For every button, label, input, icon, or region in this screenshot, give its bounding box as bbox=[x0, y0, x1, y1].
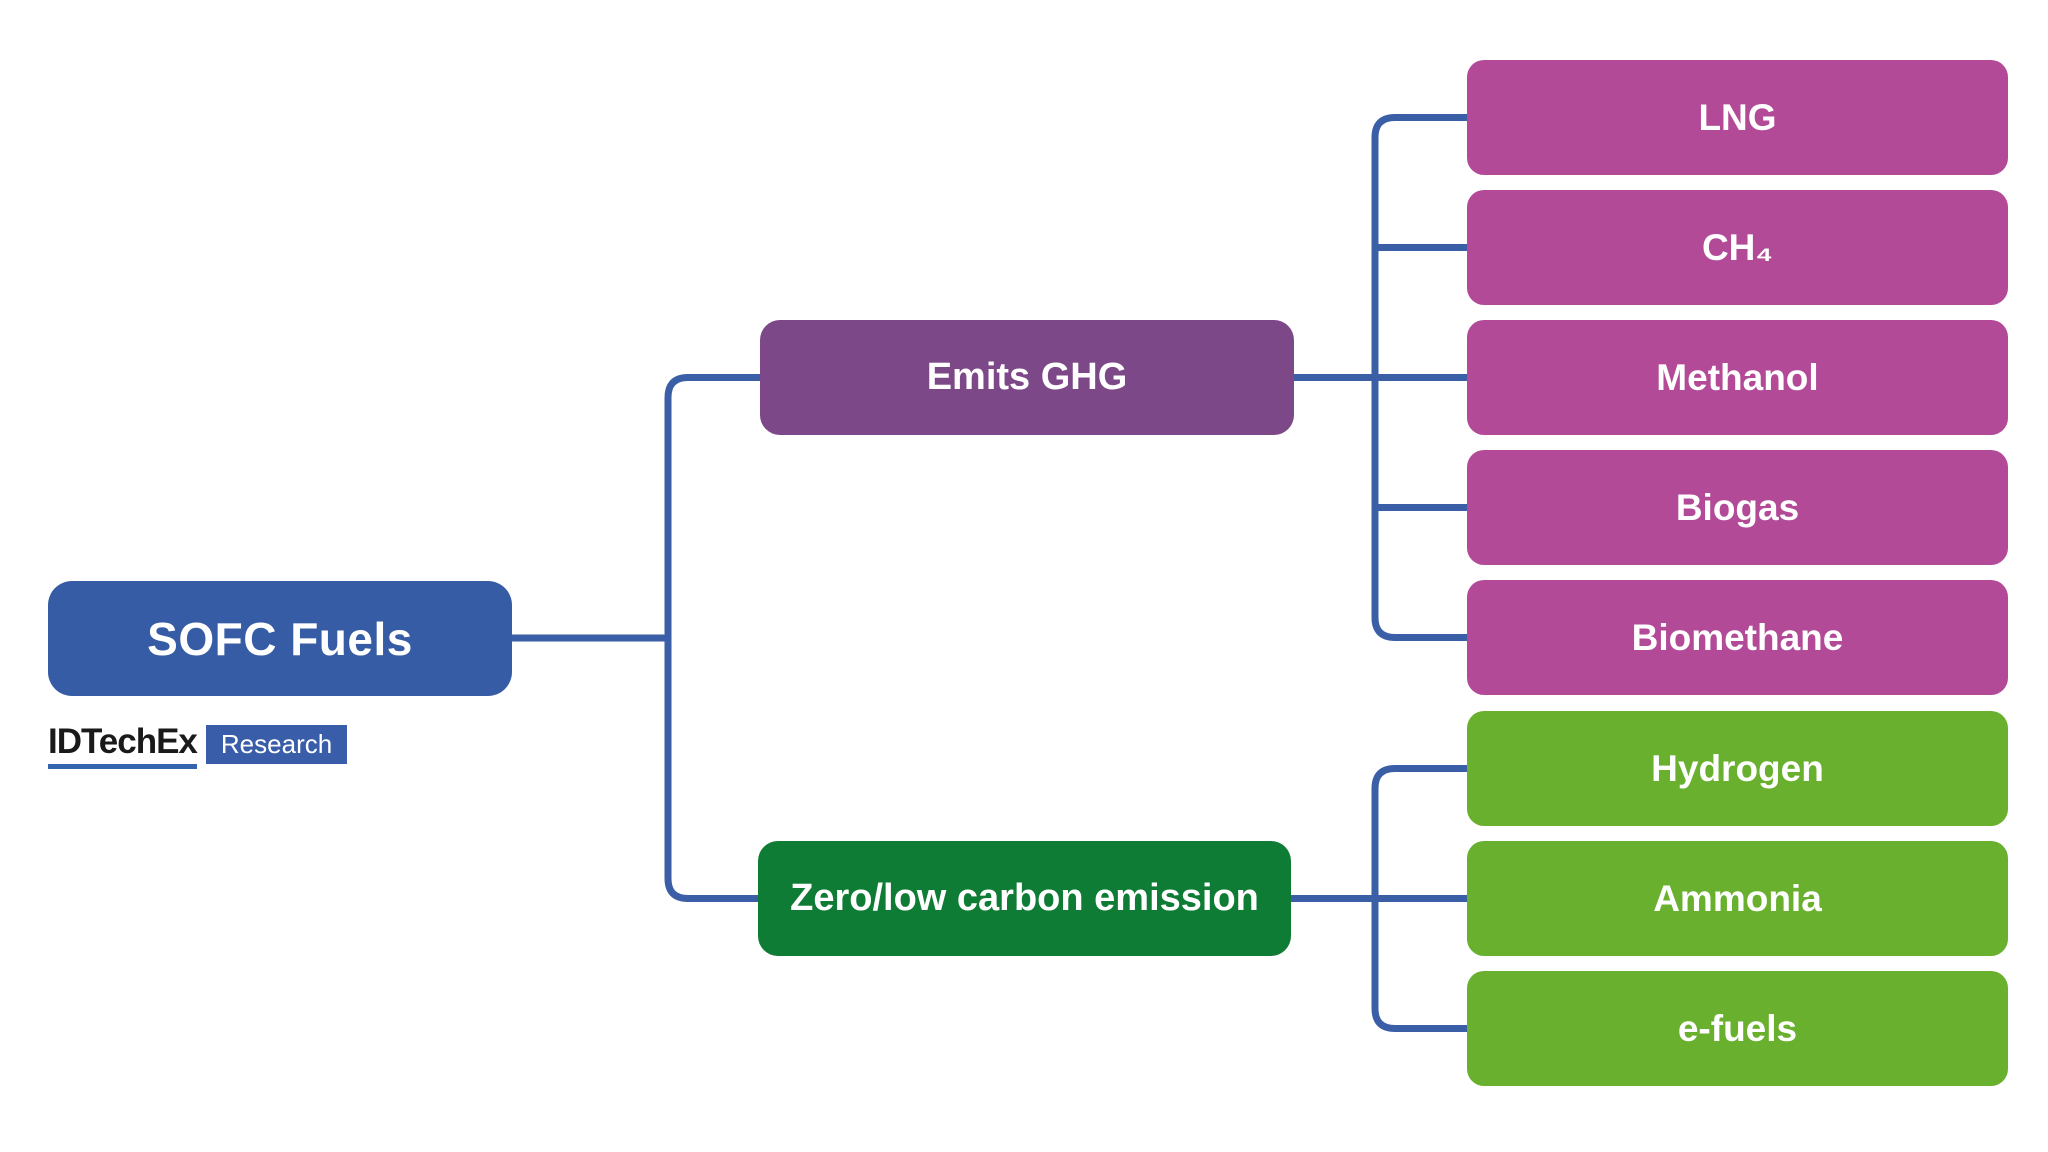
idtechex-logo-brand: IDTechEx bbox=[48, 724, 198, 769]
leaf-e-fuels-label: e-fuels bbox=[1677, 1007, 1798, 1049]
leaf-biomethane-label: Biomethane bbox=[1631, 616, 1844, 658]
idtechex-logo: IDTechEx Research bbox=[48, 724, 348, 769]
node-leaf-ch4: CH₄ bbox=[1467, 190, 2008, 305]
leaf-biogas-label: Biogas bbox=[1675, 486, 1800, 528]
leaf-ch4-label: CH₄ bbox=[1701, 226, 1774, 268]
branch-zero-label: Zero/low carbon emission bbox=[790, 877, 1259, 919]
node-root-label: SOFC Fuels bbox=[147, 612, 413, 665]
node-leaf-hydrogen: Hydrogen bbox=[1467, 711, 2008, 826]
node-leaf-biomethane: Biomethane bbox=[1467, 580, 2008, 695]
node-leaf-e-fuels: e-fuels bbox=[1467, 971, 2008, 1086]
leaf-ammonia-label: Ammonia bbox=[1653, 877, 1822, 919]
leaf-methanol-label: Methanol bbox=[1656, 356, 1819, 398]
branch-ghg-label: Emits GHG bbox=[926, 356, 1128, 398]
leaf-lng-label: LNG bbox=[1698, 96, 1777, 138]
node-leaf-biogas: Biogas bbox=[1467, 450, 2008, 565]
leaf-hydrogen-label: Hydrogen bbox=[1651, 747, 1824, 789]
connector-zero-trunk bbox=[1371, 765, 1467, 1032]
connector-left-trunk bbox=[664, 374, 760, 902]
node-root-sofc-fuels: SOFC Fuels bbox=[48, 581, 512, 696]
connector-ghg-trunk bbox=[1371, 114, 1467, 641]
node-leaf-methanol: Methanol bbox=[1467, 320, 2008, 435]
node-branch-emits-ghg: Emits GHG bbox=[760, 320, 1294, 435]
node-leaf-ammonia: Ammonia bbox=[1467, 841, 2008, 956]
idtechex-logo-research-badge: Research bbox=[205, 725, 348, 764]
node-leaf-lng: LNG bbox=[1467, 60, 2008, 175]
node-branch-zero-low-carbon: Zero/low carbon emission bbox=[758, 841, 1291, 956]
